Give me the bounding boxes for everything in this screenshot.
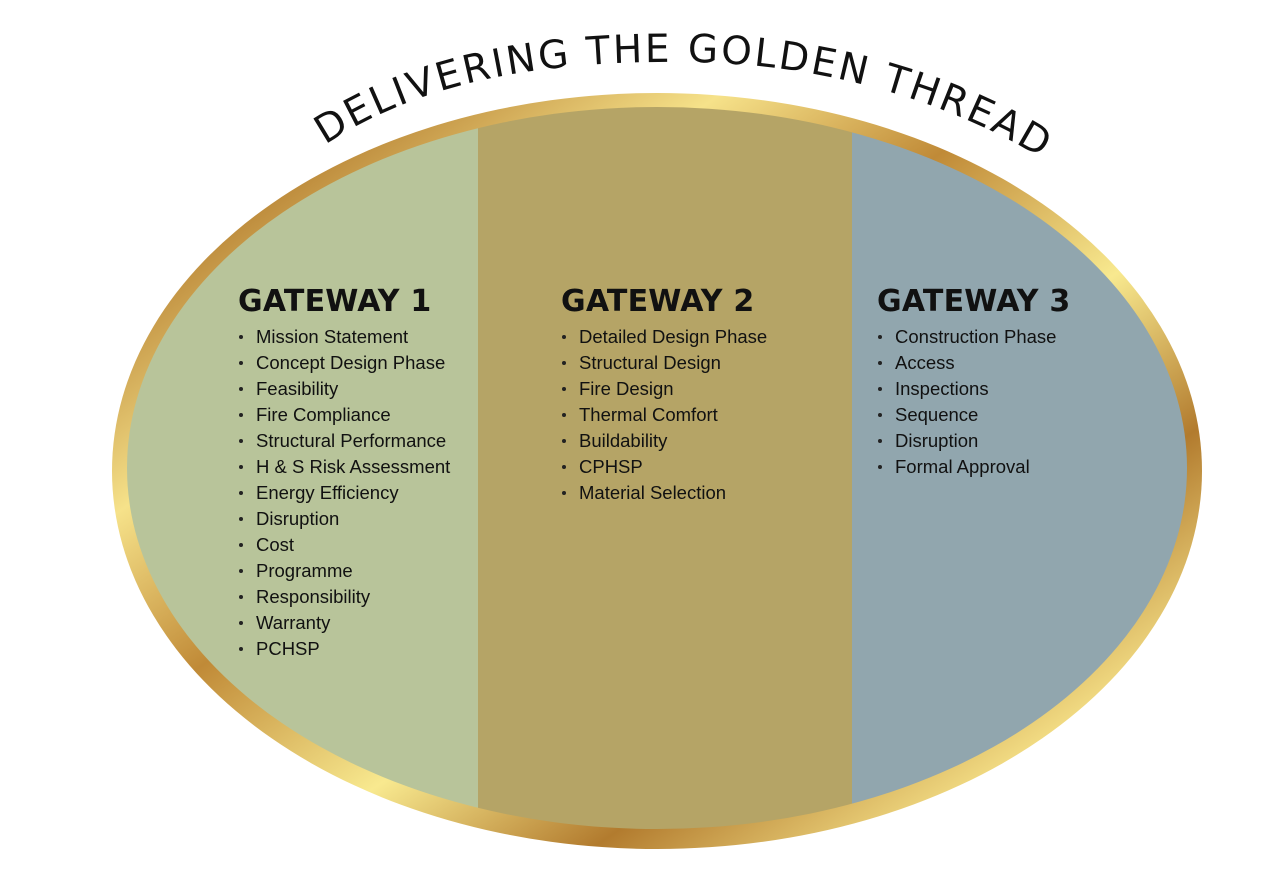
gateway-2-item: Detailed Design Phase <box>561 324 767 350</box>
gateway-3-item: Formal Approval <box>877 454 1070 480</box>
gateway-1-item: Disruption <box>238 506 450 532</box>
gateway-1-item: Warranty <box>238 610 450 636</box>
gateway-1-item: PCHSP <box>238 636 450 662</box>
gateway-1-title: GATEWAY 1 <box>238 284 432 319</box>
gateway-3-item: Sequence <box>877 402 1070 428</box>
gateway-3-item: Inspections <box>877 376 1070 402</box>
gateway-1-item: Mission Statement <box>238 324 450 350</box>
gateway-2-title: GATEWAY 2 <box>561 284 755 319</box>
gateway-3-item: Disruption <box>877 428 1070 454</box>
gateway-3-item: Access <box>877 350 1070 376</box>
gateway-2-item: Thermal Comfort <box>561 402 767 428</box>
gateway-1-item: Programme <box>238 558 450 584</box>
gateway-2-item: Fire Design <box>561 376 767 402</box>
gateway-1-item: Structural Performance <box>238 428 450 454</box>
gateway-1-item: Fire Compliance <box>238 402 450 428</box>
gateway-2-item: CPHSP <box>561 454 767 480</box>
gateway-1-item: Cost <box>238 532 450 558</box>
gateway-1-item: Concept Design Phase <box>238 350 450 376</box>
gateway-1-item: Responsibility <box>238 584 450 610</box>
gateway-3-title: GATEWAY 3 <box>877 284 1071 319</box>
gateway-2-item: Buildability <box>561 428 767 454</box>
gateway-3-item: Construction Phase <box>877 324 1070 350</box>
gateway-1-item: H & S Risk Assessment <box>238 454 450 480</box>
gateway-2-item: Material Selection <box>561 480 767 506</box>
gateway-1-item: Feasibility <box>238 376 450 402</box>
gateway-2-item: Structural Design <box>561 350 767 376</box>
gateway-1-item: Energy Efficiency <box>238 480 450 506</box>
gateway-2-panel <box>478 107 852 829</box>
